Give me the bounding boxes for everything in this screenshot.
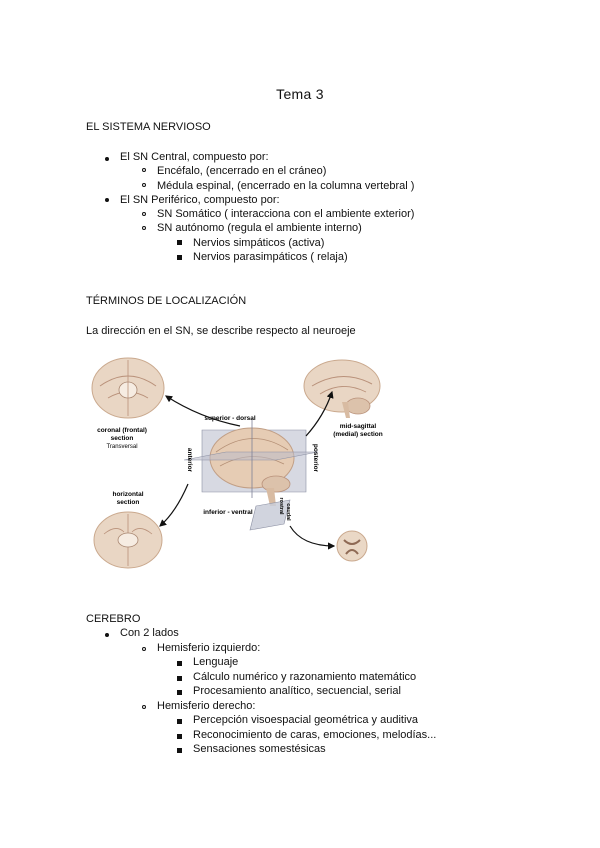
bullet-square xyxy=(177,748,182,753)
horizontal-brain-image xyxy=(93,511,163,569)
midsagittal-label-1: mid-sagittal xyxy=(340,423,377,430)
list-item: Lenguaje xyxy=(193,656,239,668)
list-item: Encéfalo, (encerrado en el cráneo) xyxy=(157,165,327,177)
bullet-circle xyxy=(142,647,146,651)
list-item: Cálculo numérico y razonamiento matemáti… xyxy=(193,671,417,683)
caudal-label: caudal xyxy=(285,503,291,521)
posterior-label: posterior xyxy=(312,444,319,473)
list-item: SN autónomo (regula el ambiente interno) xyxy=(157,222,362,234)
bullet-dot xyxy=(105,198,109,202)
central-brain-planes xyxy=(183,420,319,531)
superior-dorsal-label: superior - dorsal xyxy=(204,415,255,422)
list-item: Nervios simpáticos (activa) xyxy=(193,237,325,249)
section-heading-sistema-nervioso: EL SISTEMA NERVIOSO xyxy=(86,121,211,133)
midsagittal-brain-image xyxy=(303,359,381,418)
spinal-cord-section-image xyxy=(336,530,368,562)
midsagittal-label-2: (medial) section xyxy=(333,431,383,438)
bullet-circle xyxy=(142,168,146,172)
section-heading-terminos: TÉRMINOS DE LOCALIZACIÓN xyxy=(86,295,247,307)
list-item: El SN Periférico, compuesto por: xyxy=(120,194,280,206)
rostral-label: rostral xyxy=(278,497,284,515)
bullet-dot xyxy=(105,157,109,161)
coronal-brain-image xyxy=(91,357,165,419)
page-title: Tema 3 xyxy=(276,86,324,102)
bullet-square xyxy=(177,690,182,695)
list-item: Hemisferio izquierdo: xyxy=(157,642,261,654)
coronal-label-3: Transversal xyxy=(106,444,137,450)
anterior-label: anterior xyxy=(186,448,193,473)
list-item: Sensaciones somestésicas xyxy=(193,743,326,755)
bullet-circle xyxy=(142,705,146,709)
bullet-square xyxy=(177,240,182,245)
bullet-circle xyxy=(142,183,146,187)
section-intro: La dirección en el SN, se describe respe… xyxy=(86,325,356,337)
list-item: Procesamiento analítico, secuencial, ser… xyxy=(193,685,401,697)
list-item: El SN Central, compuesto por: xyxy=(120,151,269,163)
list-item: SN Somático ( interacciona con el ambien… xyxy=(157,208,415,220)
coronal-label-1: coronal (frontal) xyxy=(97,427,147,434)
horizontal-label-2: section xyxy=(117,499,140,506)
list-item: Nervios parasimpáticos ( relaja) xyxy=(193,251,348,263)
bullet-square xyxy=(177,676,182,681)
bullet-square xyxy=(177,719,182,724)
inferior-ventral-label: inferior - ventral xyxy=(203,509,253,516)
list-item: Reconocimiento de caras, emociones, melo… xyxy=(193,729,437,741)
coronal-label-2: section xyxy=(111,435,134,442)
bullet-square xyxy=(177,255,182,260)
bullet-dot xyxy=(105,633,109,637)
bullet-circle xyxy=(142,226,146,230)
list-item: Médula espinal, (encerrado en la columna… xyxy=(157,180,415,192)
bullet-square xyxy=(177,734,182,739)
arrow-to-horizontal xyxy=(159,483,189,527)
brain-planes-figure: coronal (frontal) section Transversal mi… xyxy=(91,357,383,569)
list-item: Hemisferio derecho: xyxy=(157,700,256,712)
bullet-circle xyxy=(142,212,146,216)
arrow-to-spinal xyxy=(289,525,336,550)
horizontal-label-1: horizontal xyxy=(112,491,143,498)
arrow-to-coronal xyxy=(164,395,241,427)
list-item: Percepción visoespacial geométrica y aud… xyxy=(193,714,419,726)
arrow-to-midsagittal xyxy=(305,390,334,437)
section-heading-cerebro: CEREBRO xyxy=(86,613,141,625)
bullet-square xyxy=(177,661,182,666)
list-item: Con 2 lados xyxy=(120,627,179,639)
